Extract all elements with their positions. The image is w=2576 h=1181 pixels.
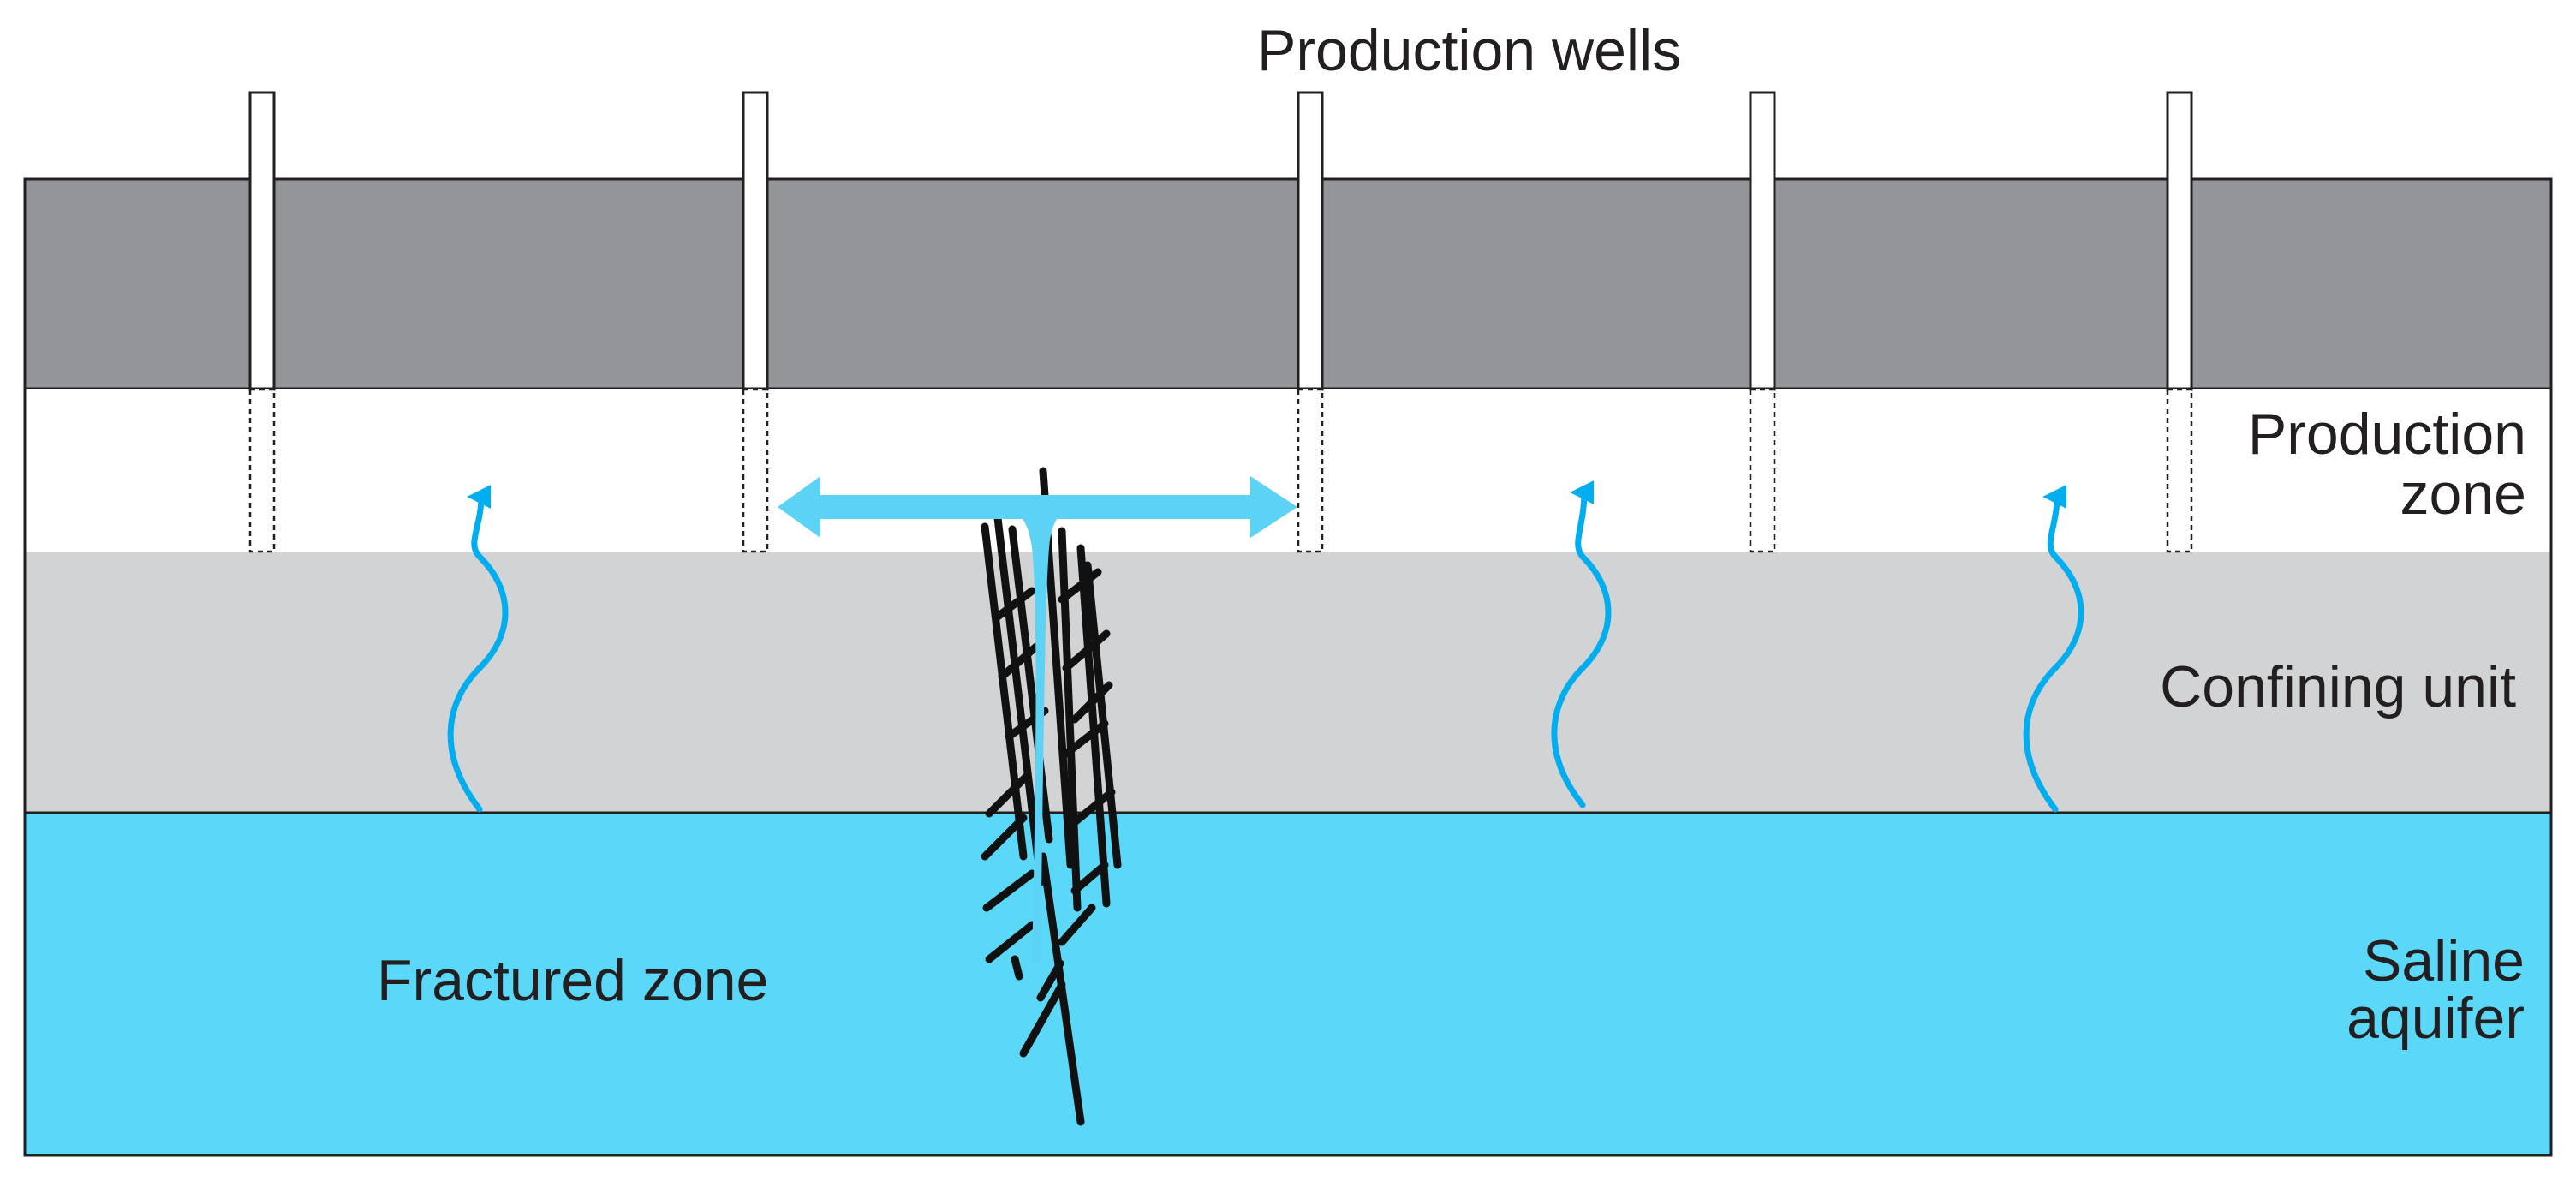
fracture-network — [981, 467, 1122, 1126]
production-zone-label-line2: zone — [2400, 462, 2526, 527]
fractured-zone-label: Fractured zone — [377, 948, 768, 1013]
production-well — [2166, 91, 2193, 553]
saline-aquifer-label-line2: aquifer — [2346, 986, 2525, 1051]
brine-upflow — [998, 507, 1075, 963]
production-well — [1297, 91, 1324, 553]
lateral-brine-flow-arrow — [778, 476, 1297, 538]
saline-aquifer-label-line1: Saline — [2363, 928, 2525, 993]
production-well — [248, 91, 276, 553]
leakage-arrow — [2023, 485, 2084, 813]
production-wells — [248, 91, 2193, 553]
production-zone-layer — [25, 389, 2551, 552]
overburden-layer — [23, 177, 2553, 391]
production-zone-label-line1: Production — [2248, 402, 2526, 467]
section-frame — [23, 177, 2553, 1157]
leakage-arrow — [447, 485, 509, 813]
leakage-arrows — [447, 480, 2084, 813]
production-well — [742, 91, 769, 553]
production-well — [1749, 91, 1776, 553]
leakage-arrow — [1551, 480, 1612, 808]
confining-unit-layer — [25, 552, 2551, 813]
production-wells-label: Production wells — [1257, 18, 1681, 83]
confining-unit-label: Confining unit — [2160, 654, 2516, 719]
